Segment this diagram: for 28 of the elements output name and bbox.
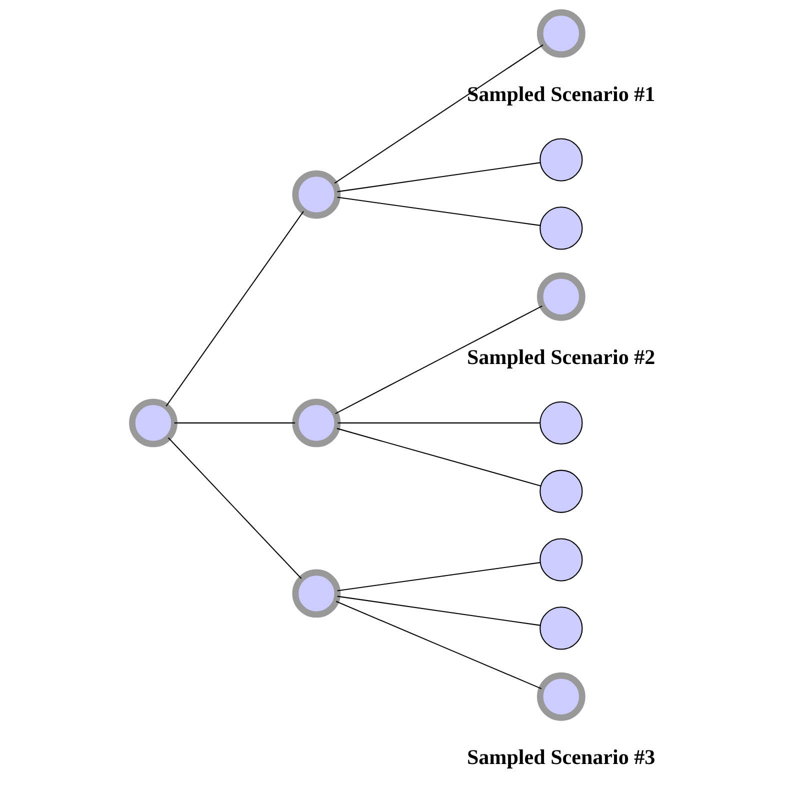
label: Sampled Scenario #2 [466, 345, 655, 369]
node-circle [292, 170, 340, 219]
label: Sampled Scenario #3 [466, 745, 655, 769]
label: Sampled Scenario #1 [466, 82, 655, 106]
connector [167, 437, 302, 579]
connector [335, 600, 542, 690]
connector [334, 44, 543, 184]
node-circle [536, 672, 585, 721]
node-circle [539, 206, 582, 250]
connector [337, 422, 540, 424]
connector [174, 422, 295, 424]
connector [165, 211, 304, 406]
node-circle [539, 138, 582, 182]
node-circle [539, 470, 582, 513]
node-circle [539, 401, 582, 445]
node-circle [539, 538, 582, 582]
node-circle [539, 606, 582, 650]
connector [336, 196, 540, 226]
connector [336, 562, 540, 592]
connector [336, 162, 540, 192]
node-circle [536, 272, 585, 321]
node-circle [292, 569, 340, 618]
node-circle [536, 9, 585, 58]
connector [334, 305, 542, 414]
connector [336, 428, 540, 486]
node-circle [292, 398, 340, 448]
connector [336, 596, 540, 626]
node-circle [128, 398, 177, 448]
